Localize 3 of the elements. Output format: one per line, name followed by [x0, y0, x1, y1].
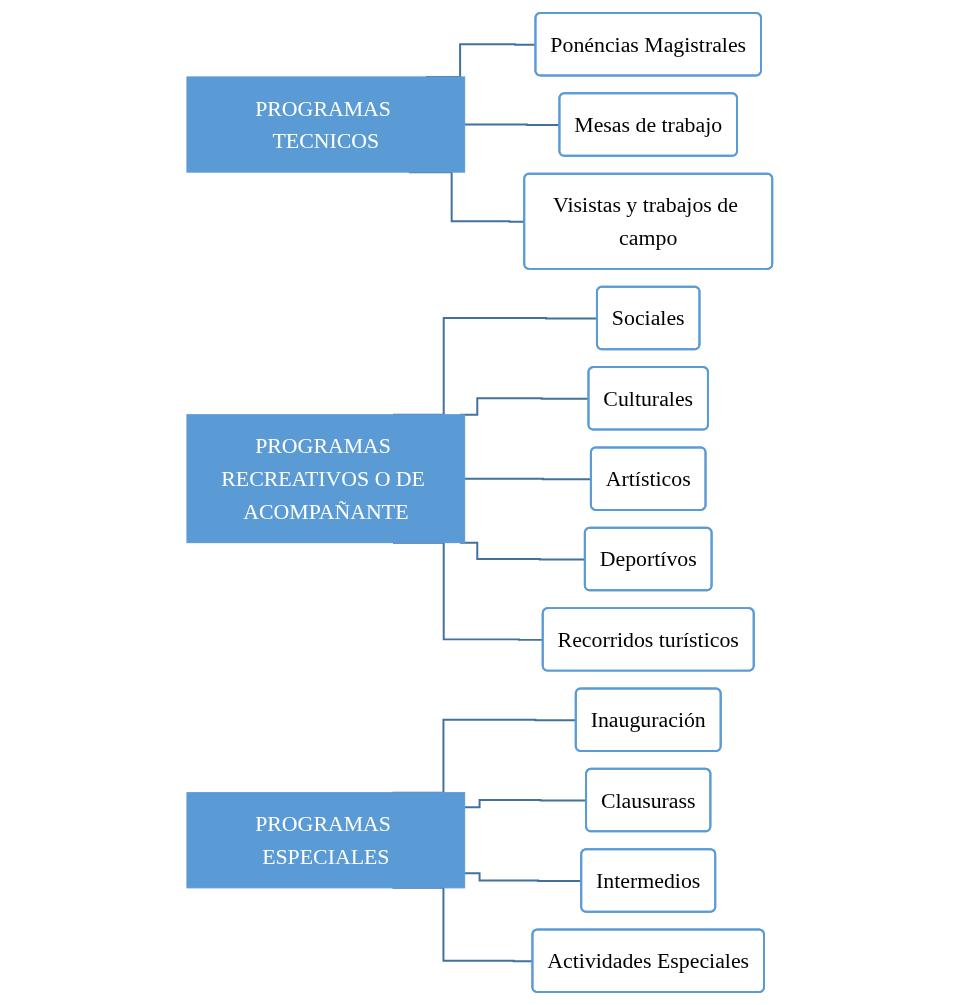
node-box: PROGRAMAS TECNICOS: [186, 76, 466, 173]
node-box: PROGRAMAS ESPECIALES: [186, 792, 466, 889]
node-box: PROGRAMAS RECREATIVOS O DE ACOMPAÑANTE: [186, 414, 466, 544]
